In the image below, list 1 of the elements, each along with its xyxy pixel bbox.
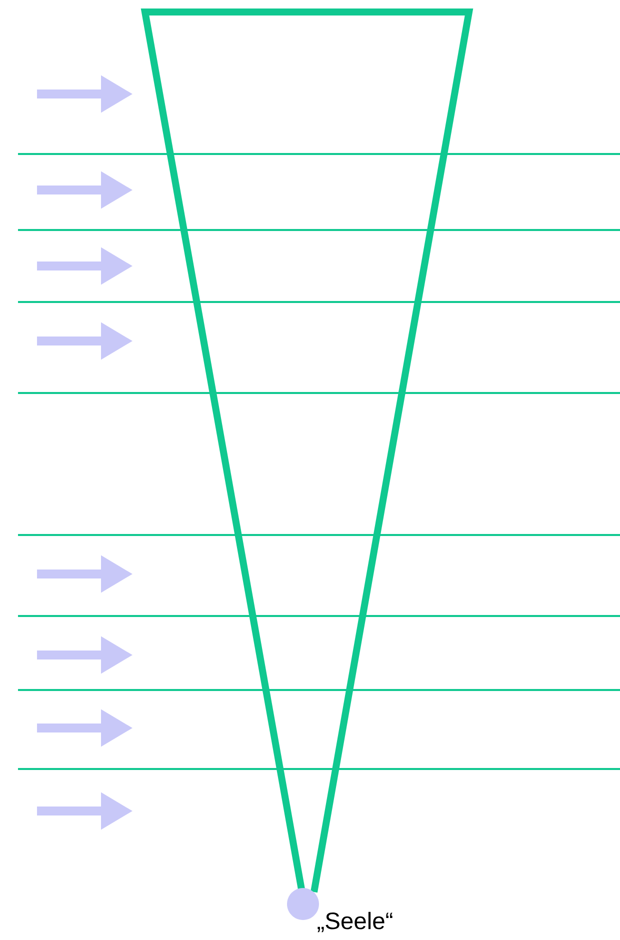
text-label: „Seele“ — [318, 912, 392, 932]
